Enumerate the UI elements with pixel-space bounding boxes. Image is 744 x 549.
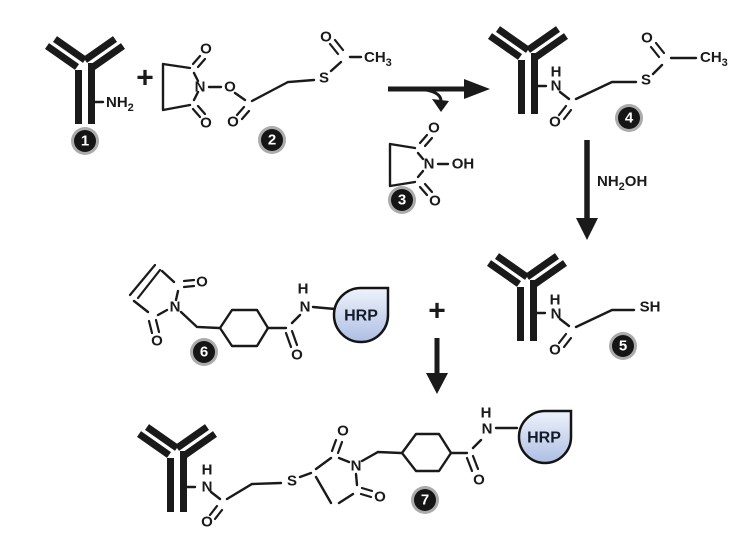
- atom-label-o: O: [549, 114, 561, 131]
- arrow-head: [576, 218, 598, 240]
- badge-circle: [618, 107, 640, 129]
- cyclohexane-ring: [218, 308, 270, 348]
- atom-label-o: O: [200, 41, 212, 58]
- step-badge-3: 3: [388, 186, 416, 214]
- atom-label-n: N: [482, 421, 493, 438]
- compound-6-maleimide-hrp: O O N H N O HRP 6: [128, 263, 390, 366]
- compound-4-antibody-thioacetate: H N O S O CH3 4: [490, 29, 728, 132]
- double-bonds: [557, 41, 666, 121]
- badge-number: 2: [268, 132, 276, 149]
- badge-circle: [414, 489, 436, 511]
- badge-number: 3: [398, 192, 406, 209]
- atom-label-s: S: [641, 72, 651, 89]
- atom-label-n: N: [300, 299, 311, 316]
- atom-label-n: N: [424, 156, 435, 173]
- atom-label-o: O: [337, 423, 349, 440]
- byproduct-branch-head: [432, 99, 449, 112]
- byproduct-branch-curve: [418, 87, 443, 102]
- badge-number: 7: [421, 492, 429, 509]
- hrp-blob-icon: [517, 409, 573, 465]
- compound-5-antibody-thiol: H N O SH 5: [489, 256, 660, 360]
- atom-label-sh: SH: [640, 299, 661, 316]
- nh2oh-reaction-arrow: NH2OH: [576, 140, 647, 240]
- compound-3-nhs-byproduct: O O N OH 3: [388, 120, 475, 214]
- bonds: [161, 55, 363, 112]
- atom-label-n: N: [551, 78, 562, 95]
- step-badge-7: 7: [411, 486, 439, 514]
- badge-circle: [193, 341, 215, 363]
- atom-label-s: S: [319, 70, 329, 87]
- atom-label-o: O: [224, 79, 236, 96]
- double-bonds: [191, 38, 345, 121]
- atom-label-oh: OH: [452, 156, 475, 173]
- atom-label-o: O: [374, 489, 386, 506]
- step-badge-6: 6: [190, 338, 218, 366]
- hrp-label: HRP: [527, 430, 561, 447]
- plus-operator-1: +: [136, 62, 154, 95]
- step-badge-4: 4: [615, 104, 643, 132]
- atom-label-h: H: [298, 281, 309, 298]
- atom-label-o: O: [227, 114, 239, 131]
- atom-label-n: N: [202, 479, 213, 496]
- badge-number: 5: [619, 338, 627, 355]
- atom-label-n: N: [551, 306, 562, 323]
- bonds: [532, 308, 636, 329]
- double-bonds: [208, 438, 480, 521]
- reagent-label-nh2oh: NH2OH: [597, 173, 647, 193]
- badge-number: 1: [81, 133, 89, 150]
- atom-label-n: N: [170, 299, 181, 316]
- atom-label-o: O: [473, 472, 485, 489]
- bonds: [388, 142, 450, 188]
- hrp-label: HRP: [344, 308, 378, 325]
- badge-circle: [391, 189, 413, 211]
- hrp-blob-icon: [332, 286, 390, 344]
- atom-label-n: N: [351, 458, 362, 475]
- atom-label-o: O: [549, 342, 561, 359]
- compound-2-nhs-sata-ester: O O N O O S O CH3 2: [161, 29, 392, 154]
- badge-number: 4: [625, 110, 634, 127]
- badge-circle: [261, 129, 283, 151]
- badge-circle: [74, 130, 96, 152]
- compound-1-antibody: NH2 1: [47, 39, 134, 155]
- step-badge-1: 1: [71, 127, 99, 155]
- atom-label-o: O: [641, 30, 653, 47]
- compound-7-antibody-hrp-conjugate: H N O S O N O H N O HRP 7: [139, 405, 573, 531]
- methyl-group-label: CH3: [364, 49, 392, 69]
- badge-circle: [612, 335, 634, 357]
- atom-label-n: N: [195, 79, 206, 96]
- bonds: [182, 426, 519, 505]
- atom-label-o: O: [320, 29, 332, 46]
- conjugation-arrow: [426, 338, 448, 394]
- atom-label-o: O: [151, 333, 163, 350]
- methyl-group-label: CH3: [700, 49, 728, 69]
- double-bonds: [128, 263, 299, 349]
- double-bonds: [557, 332, 573, 349]
- atom-label-h: H: [551, 64, 562, 81]
- arrow-head: [464, 79, 490, 99]
- arrow-head: [426, 373, 448, 394]
- double-bonds: [418, 133, 434, 197]
- atom-label-h: H: [202, 462, 213, 479]
- atom-label-h: H: [550, 292, 561, 309]
- atom-label-o: O: [429, 193, 441, 210]
- atom-label-h: H: [481, 405, 492, 422]
- cyclohexane-ring: [400, 432, 453, 473]
- atom-label-s: S: [287, 473, 297, 490]
- atom-label-o: O: [200, 115, 212, 132]
- reaction-arrow-1: [388, 79, 490, 112]
- atom-label-o: O: [291, 347, 303, 364]
- bonds: [533, 56, 698, 101]
- step-badge-2: 2: [258, 126, 286, 154]
- atom-label-o: O: [428, 120, 440, 137]
- badge-number: 6: [200, 344, 208, 361]
- amine-group-label: NH2: [106, 94, 134, 114]
- plus-operator-2: +: [428, 295, 446, 328]
- bonds: [132, 269, 337, 330]
- atom-label-o: O: [201, 514, 213, 531]
- atom-label-o: O: [196, 274, 208, 291]
- step-badge-5: 5: [609, 332, 637, 360]
